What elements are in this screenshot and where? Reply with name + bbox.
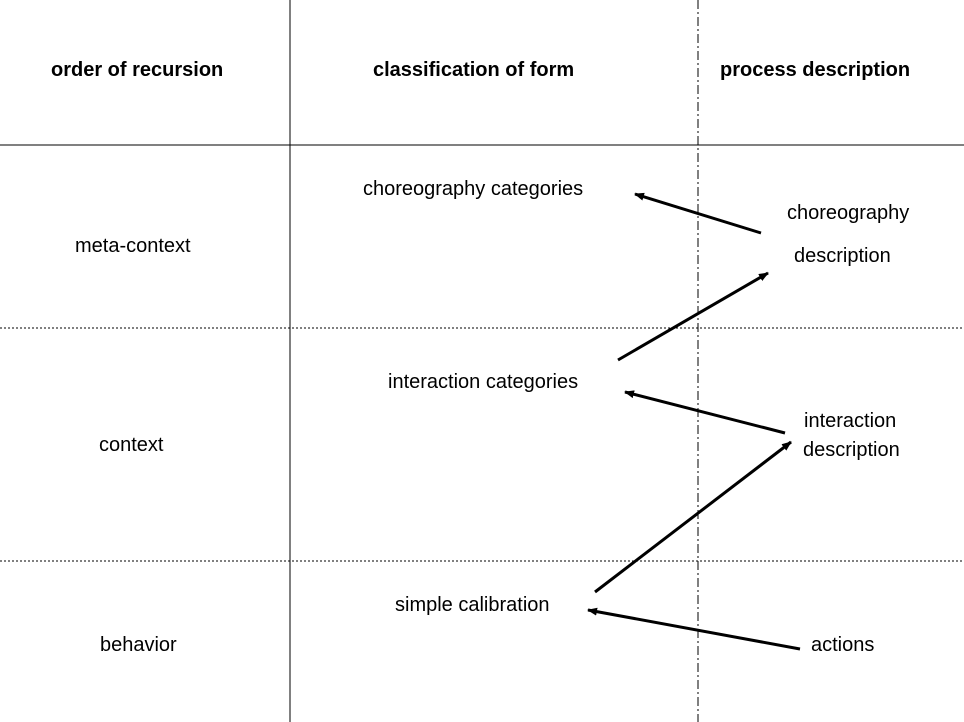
- node-simple-calibration: simple calibration: [395, 594, 550, 616]
- arrow-interaction-description-to-categories: [624, 390, 786, 435]
- node-actions: actions: [811, 634, 875, 656]
- node-choreography-description: description: [794, 245, 891, 267]
- row-label-context: context: [99, 434, 164, 456]
- header-order-of-recursion: order of recursion: [51, 59, 224, 81]
- node-interaction-categories: interaction categories: [388, 371, 579, 393]
- node-choreography-categories: choreography categories: [363, 178, 584, 200]
- node-interaction: interaction: [804, 410, 897, 432]
- row-label-meta-context: meta-context: [75, 235, 191, 257]
- header-classification-of-form: classification of form: [373, 59, 575, 81]
- row-label-behavior: behavior: [100, 634, 177, 656]
- arrow-actions-to-calibration: [587, 607, 801, 651]
- node-interaction-description: description: [803, 439, 900, 461]
- arrow-calibration-to-interaction-description: [594, 440, 792, 594]
- header-process-description: process description: [720, 59, 911, 81]
- arrow-interaction-categories-to-choreography-description: [617, 271, 769, 362]
- node-choreography: choreography: [787, 202, 910, 224]
- arrow-choreography-to-categories: [634, 192, 762, 235]
